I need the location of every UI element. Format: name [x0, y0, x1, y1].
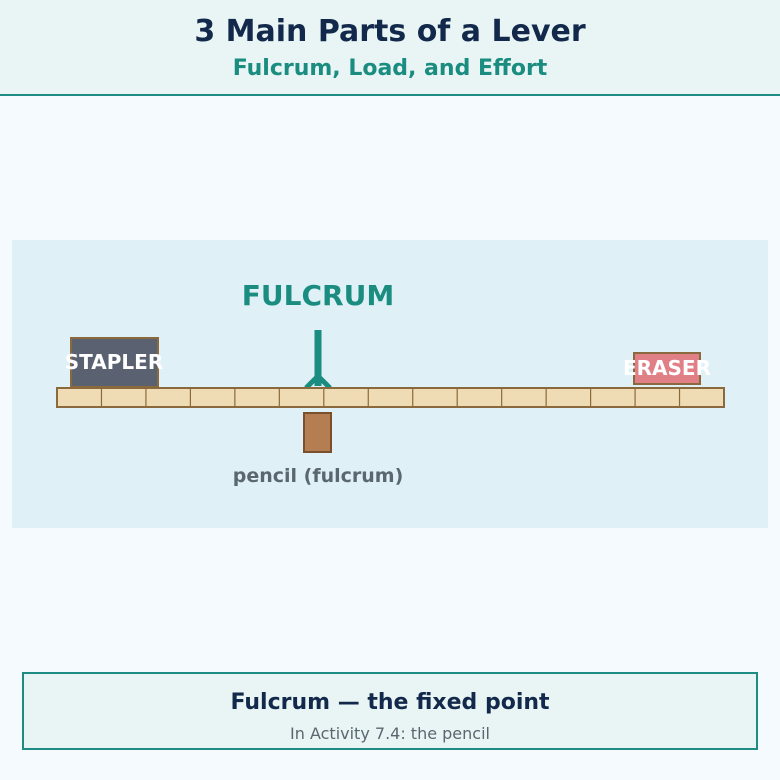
ruler-beam — [56, 387, 725, 408]
stapler-block: STAPLER — [65, 337, 163, 388]
fulcrum-label: FULCRUM — [242, 279, 394, 312]
header: 3 Main Parts of a Lever Fulcrum, Load, a… — [0, 0, 780, 96]
caption-box: Fulcrum — the fixed point In Activity 7.… — [22, 672, 758, 750]
caption-title: Fulcrum — the fixed point — [230, 690, 550, 715]
eraser-block: ERASER — [623, 352, 711, 385]
page-title: 3 Main Parts of a Lever — [194, 14, 586, 49]
caption-subtitle: In Activity 7.4: the pencil — [290, 724, 490, 743]
pencil-label: pencil (fulcrum) — [233, 465, 404, 487]
fulcrum-arrow-icon — [304, 330, 332, 390]
eraser-label: ERASER — [623, 356, 711, 380]
lever-diagram-panel: FULCRUM STAPLER ERASER pencil (fulcrum) — [12, 240, 768, 528]
page-subtitle: Fulcrum, Load, and Effort — [232, 56, 548, 81]
lever-diagram: FULCRUM STAPLER ERASER pencil (fulcrum) — [56, 279, 725, 487]
pencil-block — [303, 412, 332, 453]
stapler-label: STAPLER — [65, 350, 163, 374]
